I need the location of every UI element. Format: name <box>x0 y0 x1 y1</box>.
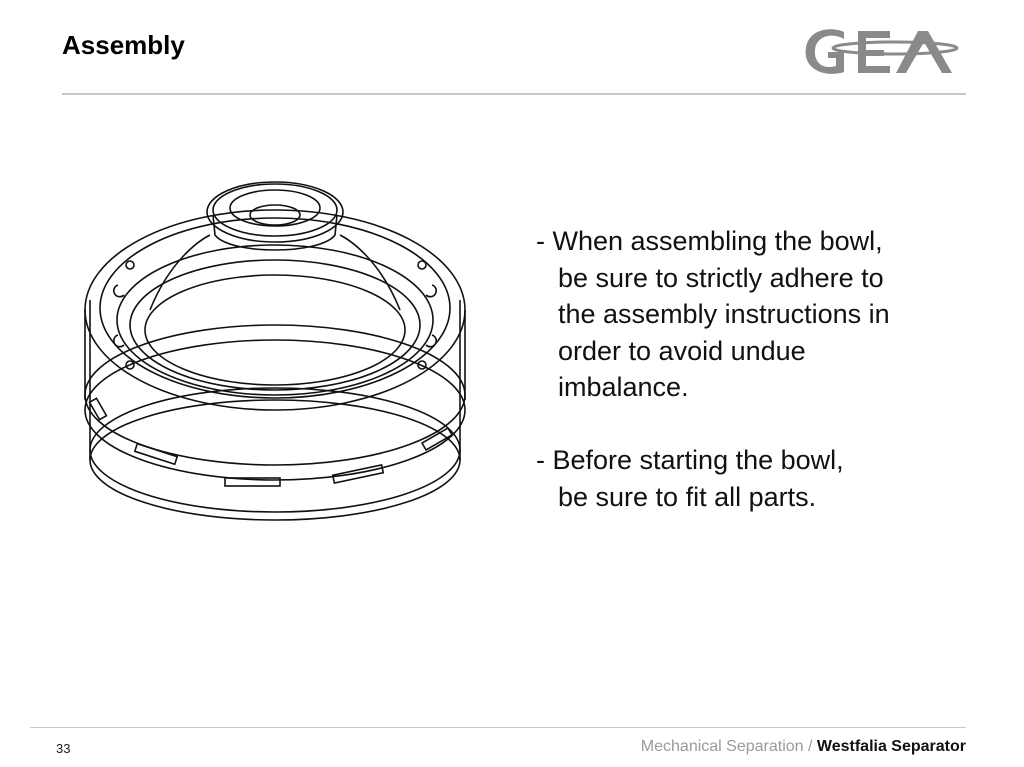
footer-caption: Mechanical Separation / Westfalia Separa… <box>641 738 966 756</box>
instructions-text: - When assembling the bowl, be sure to s… <box>536 223 890 515</box>
page-number: 33 <box>56 741 71 756</box>
footer-divider <box>30 727 966 728</box>
gea-logo-icon <box>805 29 959 74</box>
footer-product: Westfalia Separator <box>816 738 966 755</box>
instruction-paragraph-2: - Before starting the bowl, be sure to f… <box>536 445 844 512</box>
slide-title: Assembly <box>62 30 185 60</box>
instruction-paragraph-1: - When assembling the bowl, be sure to s… <box>536 226 890 402</box>
header-divider <box>62 93 966 95</box>
separator-bowl-drawing-icon <box>84 181 466 521</box>
footer-section: Mechanical Separation / <box>640 738 817 755</box>
